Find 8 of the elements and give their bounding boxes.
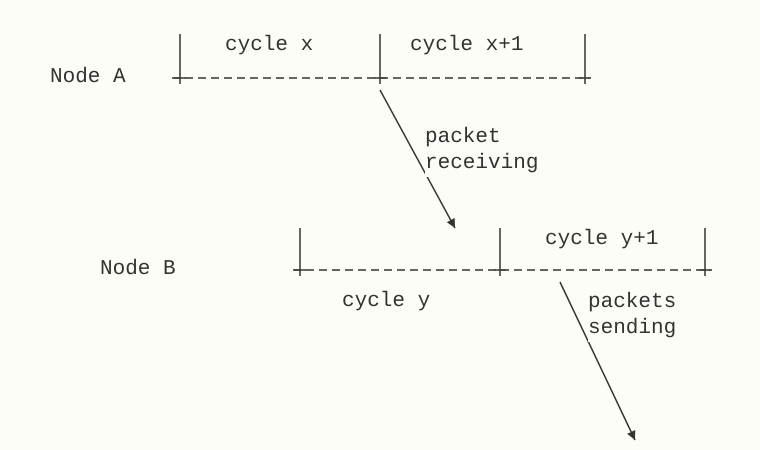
node-label: Node B: [100, 258, 176, 282]
cycle-label: cycle y+1: [545, 228, 658, 252]
arrow: [379, 90, 456, 228]
node-label: Node A: [50, 66, 126, 90]
cycle-label: cycle y: [342, 290, 430, 314]
cycle-label: cycle x: [225, 34, 314, 58]
cycle-label: cycle x+1: [410, 34, 524, 58]
arrow: [559, 282, 636, 440]
